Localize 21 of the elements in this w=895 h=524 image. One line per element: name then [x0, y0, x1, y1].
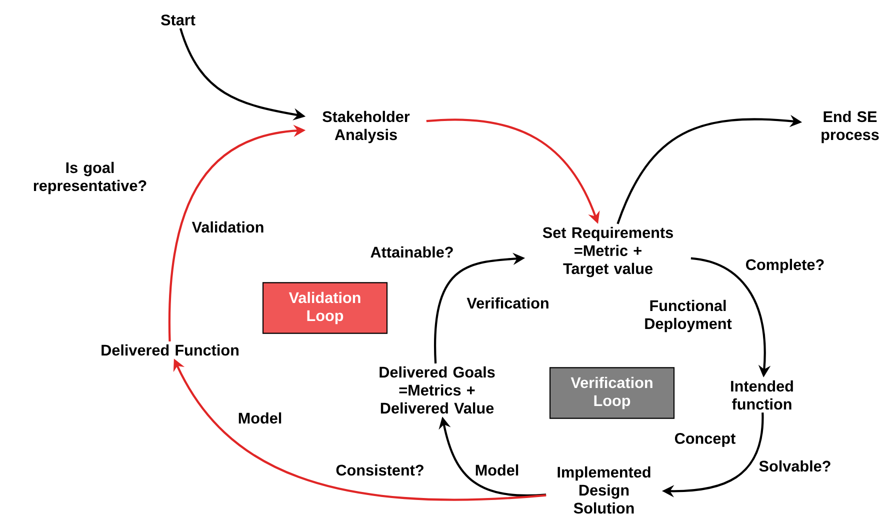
question-label: Consistent?	[336, 464, 424, 476]
loop-box: Validation Loop	[262, 282, 388, 334]
question-label: Complete?	[746, 258, 824, 274]
node-text: End SE process	[822, 110, 879, 144]
edge-label: Concept	[674, 433, 736, 447]
question-label: Solvable?	[759, 460, 830, 472]
loop-box: Verification Loop	[549, 367, 675, 419]
question-label: Attainable?	[370, 246, 453, 258]
node-text: Delivered Function	[102, 344, 238, 356]
node-text: Set Requirements =Metric + Target value	[542, 226, 673, 278]
question-label: Is goal representative?	[34, 162, 146, 194]
node-text: Stakeholder Analysis	[322, 110, 410, 144]
edge-label: Model	[238, 412, 282, 424]
edge-label: Functional Deployment	[645, 300, 732, 332]
node-text: Delivered Goals =Metrics + Delivered Value	[380, 366, 495, 414]
node-text: Start	[160, 14, 196, 26]
node-text: Implemented Design Solution	[558, 466, 650, 514]
node-text: Intended function	[731, 380, 793, 410]
edge-label: Model	[476, 464, 518, 476]
edge-label: Verification	[466, 297, 548, 309]
edge-label: Validation	[192, 221, 264, 233]
